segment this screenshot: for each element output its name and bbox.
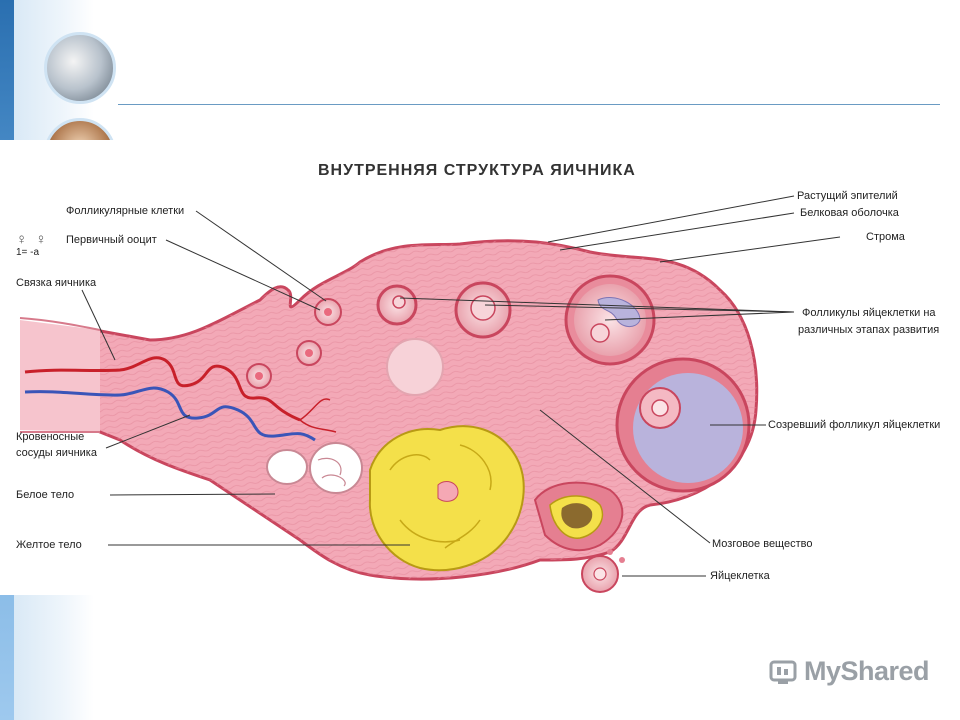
label-ovary-ligament: Связка яичника — [16, 277, 97, 289]
label-blood-vessels-line2: сосуды яичника — [16, 447, 97, 459]
blood-vessels — [24, 356, 337, 442]
legend-subtext: 1= -a — [16, 247, 40, 258]
label-leader-lines — [81, 195, 841, 577]
label-yellow-body: Желтое тело — [16, 539, 82, 551]
label-stroma: Строма — [866, 231, 905, 243]
label-primary-oocyte: Первичный ооцит — [66, 234, 157, 246]
medulla-region — [386, 338, 444, 396]
label-medulla: Мозговое вещество — [712, 538, 813, 550]
label-follicles-line2: различных этапах развития — [798, 324, 940, 336]
label-white-body: Белое тело — [16, 489, 75, 501]
egg-cell — [581, 549, 625, 593]
corpus-albicans — [266, 442, 363, 494]
label-mature-follicle: Созревший фолликул яйцеклетки — [768, 419, 941, 431]
legend-glyphs: ♀ ♀ — [16, 231, 49, 248]
label-blood-vessels-line1: Кровеносные — [16, 431, 85, 443]
ovary-ligament — [19, 317, 101, 434]
header-divider — [118, 104, 940, 105]
diagram-title: ВНУТРЕННЯЯ СТРУКТУРА ЯИЧНИКА — [318, 162, 636, 179]
myshared-logo: MyShared — [768, 656, 930, 687]
logo-icon — [769, 660, 797, 684]
label-egg-cell: Яйцеклетка — [710, 570, 770, 582]
ruptured-follicle — [533, 481, 624, 552]
logo-text: MyShared — [804, 656, 930, 686]
label-growing-epithelium: Растущий эпителий — [797, 190, 898, 202]
mature-follicle — [615, 357, 751, 493]
primordial-follicles — [246, 281, 512, 389]
label-follicular-cells: Фолликулярные клетки — [66, 205, 185, 217]
label-albuginea: Белковая оболочка — [800, 207, 899, 219]
label-follicles-line1: Фолликулы яйцеклетки на — [802, 307, 936, 319]
sidebar-thumbnail-image — [44, 32, 116, 104]
corpus-luteum — [368, 425, 525, 572]
